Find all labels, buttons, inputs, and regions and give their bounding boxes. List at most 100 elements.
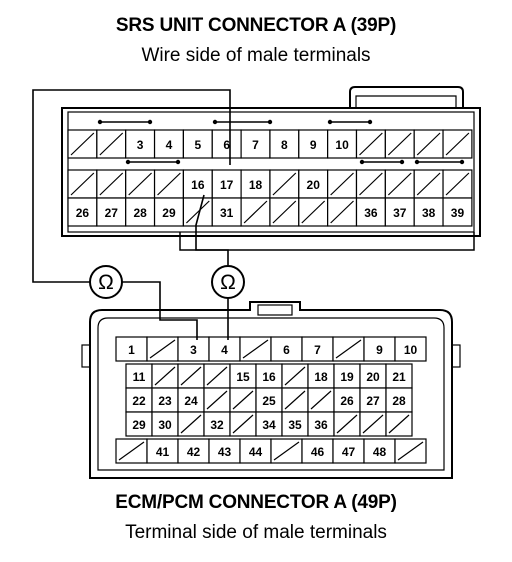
ohmmeter-1: Ω — [89, 265, 123, 299]
ecm-terminal-number: 46 — [311, 445, 325, 459]
probe-wire-srs-16 — [195, 194, 229, 265]
srs-terminal-lock-dot — [327, 119, 333, 125]
srs-terminal-number: 6 — [223, 138, 230, 152]
srs-blank-cavity-mark — [387, 132, 412, 156]
srs-terminal-number: 27 — [105, 206, 119, 220]
ecm-blank-cavity-mark — [118, 441, 145, 461]
ecm-terminal-number: 16 — [262, 370, 276, 384]
ecm-terminal-number: 44 — [249, 445, 263, 459]
srs-blank-cavity-mark — [301, 200, 326, 224]
srs-terminal-number: 29 — [162, 206, 176, 220]
srs-terminal-lock-dot — [367, 119, 373, 125]
srs-terminal-number: 9 — [310, 138, 317, 152]
ecm-blank-cavity-mark — [362, 414, 384, 434]
srs-locking-tab-inner — [355, 95, 457, 108]
ecm-cavity — [385, 387, 413, 413]
ecm-locking-tab — [257, 304, 293, 316]
ecm-terminal-number: 23 — [158, 394, 172, 408]
ecm-terminal-number: 15 — [236, 370, 250, 384]
srs-terminal-number: 31 — [220, 206, 234, 220]
ecm-terminal-number: 27 — [366, 394, 380, 408]
srs-terminal-lock-dot — [267, 119, 273, 125]
ecm-terminal-number: 30 — [158, 418, 172, 432]
srs-housing-outline — [61, 107, 481, 237]
srs-terminal-lock-dot — [147, 119, 153, 125]
ecm-terminal-number: 34 — [262, 418, 276, 432]
srs-terminal-number: 20 — [307, 178, 321, 192]
srs-blank-cavity-mark — [70, 132, 95, 156]
srs-cavity — [384, 197, 415, 227]
ohmmeter-1-ring — [89, 265, 123, 299]
ecm-blank-cavity-mark — [180, 414, 202, 434]
ecm-terminal-number: 25 — [262, 394, 276, 408]
srs-terminal-number: 5 — [194, 138, 201, 152]
srs-blank-cavity-mark — [330, 200, 354, 224]
srs-terminal-number: 39 — [451, 206, 465, 220]
srs-connector — [61, 86, 481, 251]
srs-blank-cavity-mark — [272, 172, 297, 196]
ecm-blank-cavity-mark — [149, 339, 176, 359]
probe-wire-srs-17 — [32, 89, 231, 283]
srs-cavity — [442, 197, 473, 227]
ecm-right-guide — [451, 344, 461, 368]
ecm-terminal-number: 18 — [314, 370, 328, 384]
ecm-connector-title: ECM/PCM CONNECTOR A (49P) — [115, 492, 397, 513]
ecm-blank-cavity-mark — [284, 390, 306, 410]
ohmmeter-2-ring — [211, 265, 245, 299]
srs-terminal-lock-dot — [459, 159, 465, 165]
srs-cavity — [182, 169, 213, 199]
ecm-cavity — [363, 438, 396, 464]
ecm-blank-cavity-mark — [284, 366, 306, 386]
srs-terminal-number: 38 — [422, 206, 436, 220]
srs-terminal-number: 4 — [166, 138, 173, 152]
ecm-terminal-number: 36 — [314, 418, 328, 432]
ecm-cavity — [208, 336, 241, 362]
ecm-cavity — [177, 438, 210, 464]
ecm-terminal-number: 42 — [187, 445, 201, 459]
srs-blank-cavity-mark — [185, 200, 210, 224]
ecm-cavity — [270, 336, 303, 362]
ecm-terminal-number: 1 — [128, 343, 135, 357]
srs-terminal-number: 3 — [137, 138, 144, 152]
ecm-cavity — [125, 411, 153, 437]
srs-blank-cavity-mark — [387, 172, 412, 196]
srs-cavity — [153, 129, 185, 159]
srs-blank-cavity-mark — [445, 132, 470, 156]
srs-housing-lower-ridge — [179, 232, 475, 251]
srs-locking-tab — [349, 86, 464, 108]
ecm-terminal-number: 10 — [404, 343, 418, 357]
ecm-blank-cavity-mark — [336, 414, 358, 434]
ecm-blank-cavity-mark — [273, 441, 300, 461]
srs-terminal-lock-dot — [212, 119, 218, 125]
ecm-left-guide — [81, 344, 91, 368]
ecm-terminal-number: 47 — [342, 445, 356, 459]
ecm-terminal-number: 35 — [288, 418, 302, 432]
srs-blank-cavity-mark — [99, 132, 124, 156]
ecm-blank-cavity-mark — [388, 414, 410, 434]
srs-terminal-number: 36 — [364, 206, 378, 220]
srs-cavity — [211, 129, 242, 159]
srs-blank-cavity-mark — [99, 172, 124, 196]
srs-cavity — [67, 197, 98, 227]
ecm-cavity — [307, 411, 335, 437]
ohmmeter-1-symbol: Ω — [98, 271, 114, 294]
srs-terminal-lock-dot — [359, 159, 365, 165]
ecm-terminal-number: 21 — [392, 370, 406, 384]
ecm-terminal-number: 6 — [283, 343, 290, 357]
srs-terminal-number: 26 — [76, 206, 90, 220]
srs-blank-cavity-mark — [359, 172, 383, 196]
ohmmeter-2: Ω — [211, 265, 245, 299]
srs-terminal-number: 17 — [220, 178, 234, 192]
srs-blank-cavity-mark — [330, 172, 354, 196]
ecm-terminal-number: 48 — [373, 445, 387, 459]
srs-connector-subtitle: Wire side of male terminals — [141, 45, 371, 66]
ecm-blank-cavity-mark — [232, 414, 254, 434]
ecm-terminal-number: 41 — [156, 445, 170, 459]
srs-terminal-lock-dot — [97, 119, 103, 125]
ecm-cavity — [394, 336, 427, 362]
ecm-cavity — [115, 336, 148, 362]
ecm-terminal-number: 3 — [190, 343, 197, 357]
ecm-blank-cavity-mark — [232, 390, 254, 410]
ecm-blank-cavity-mark — [242, 339, 269, 359]
